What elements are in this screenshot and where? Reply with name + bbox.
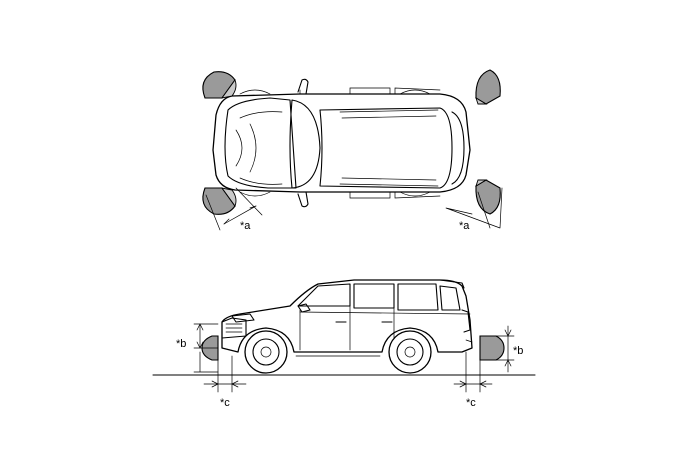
label-a-rear: *a: [459, 220, 470, 232]
label-c-rear: *c: [466, 397, 476, 409]
label-b-rear: *b: [513, 345, 523, 357]
rear-wheel: [388, 330, 432, 374]
sensor-rear-right-top: [475, 179, 501, 215]
sensor-front-right-top: [202, 187, 237, 215]
label-c-front: *c: [220, 397, 230, 409]
dimension-c-rear: [453, 351, 493, 393]
side-view-vehicle: [221, 279, 473, 357]
front-wheel: [244, 330, 288, 374]
sensor-rear-side: [479, 335, 505, 361]
top-view-vehicle: [212, 78, 471, 208]
label-b-front: *b: [176, 338, 186, 350]
label-a-front: *a: [240, 220, 251, 232]
dimension-b-rear: [495, 325, 515, 373]
dimension-b-front: [193, 323, 219, 373]
sensor-rear-left-top: [475, 69, 501, 105]
dimension-a-front: [205, 187, 263, 231]
dimension-a-rear: [445, 187, 503, 229]
sensor-front-left-top: [202, 71, 237, 99]
dimension-c-front: [203, 355, 247, 393]
